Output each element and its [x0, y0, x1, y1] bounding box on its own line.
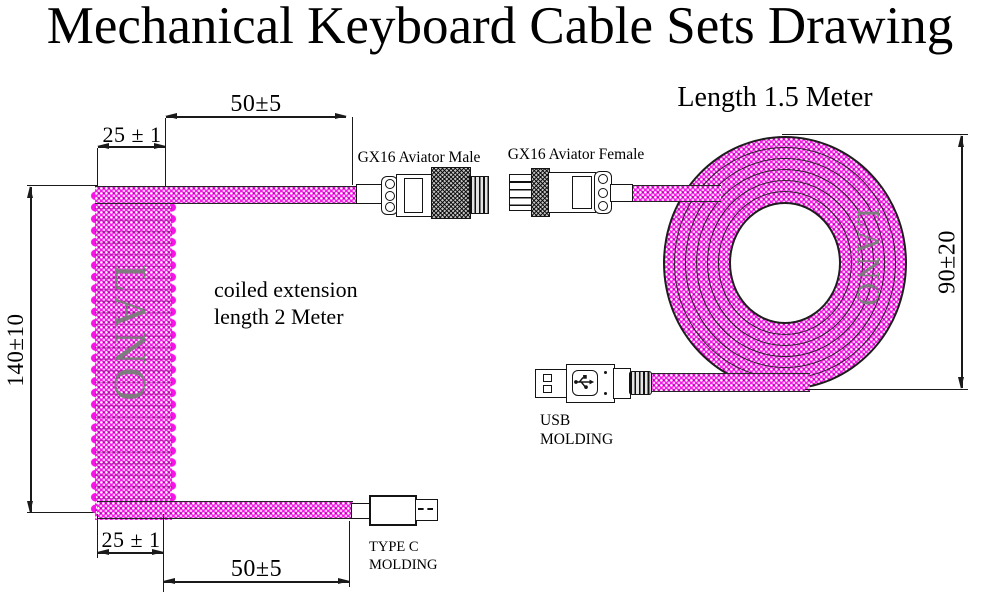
gx16-male-label: GX16 Aviator Male — [357, 149, 481, 166]
spiral-hole — [729, 202, 841, 324]
spiral-ring — [696, 169, 874, 357]
gx16-female-label: GX16 Aviator Female — [507, 146, 645, 163]
gx16-male-rib-cap — [469, 176, 489, 214]
spiral-ring — [707, 180, 863, 346]
dim-line-90 — [958, 135, 964, 389]
coil-cable-bottom — [97, 501, 353, 519]
usb-label-line-1: USB — [540, 412, 571, 429]
dim-line-50-bottom — [163, 578, 350, 584]
dim-line-25-bottom — [97, 549, 164, 555]
coil-bumps-left — [89, 190, 96, 516]
gx16-female-barrel — [548, 172, 596, 213]
usb-trident-icon — [574, 375, 595, 389]
gx16-female-barrel-step — [572, 176, 592, 209]
typec-label-line-1: TYPE C — [369, 539, 419, 555]
gx16-male-knurl-ring — [431, 167, 471, 219]
note-coiled-extension: coiled extension length 2 Meter — [214, 276, 358, 330]
coil-bumps-right — [171, 190, 178, 516]
extension-line — [27, 185, 97, 187]
coil-column — [89, 186, 178, 520]
spiral-ring — [685, 158, 885, 368]
extension-line — [348, 521, 350, 587]
gx16-male-barrel — [396, 174, 433, 217]
typec-neck — [351, 503, 371, 519]
note-line-2: length 2 Meter — [214, 304, 344, 329]
typec-label: TYPE C MOLDING — [369, 538, 437, 574]
extension-line — [96, 148, 98, 186]
gx16-female-neck — [610, 184, 633, 202]
gx16-male-barrel-step — [404, 178, 423, 213]
typec-tip — [415, 499, 438, 521]
spiral-cable-bottom — [650, 373, 810, 392]
right-title: Length 1.5 Meter — [677, 82, 873, 113]
usb-strain-relief — [629, 371, 652, 395]
usb-molded-body — [566, 364, 615, 403]
brand-text-right: LANO — [851, 208, 887, 309]
usb-contact-hole — [543, 374, 552, 382]
usb-label-line-2: MOLDING — [540, 431, 614, 449]
extension-line — [96, 514, 98, 558]
dim-text-140: 140±10 — [3, 313, 28, 387]
dim-text-50-bottom: 50±5 — [230, 556, 283, 582]
spiral-ring — [718, 191, 852, 335]
page-title: Mechanical Keyboard Cable Sets Drawing — [46, 0, 954, 55]
note-line-1: coiled extension — [214, 277, 358, 302]
spiral-cable-top — [629, 185, 721, 202]
usb-body-dot — [604, 392, 607, 395]
extension-line — [164, 118, 166, 186]
usb-metal-plug — [535, 369, 568, 398]
extension-line — [27, 512, 97, 514]
dim-line-25-top — [97, 143, 166, 149]
dim-text-90: 90±20 — [934, 230, 961, 294]
extension-line — [782, 134, 968, 136]
dim-text-50-top: 50±5 — [230, 91, 282, 117]
dim-line-140 — [27, 186, 33, 513]
cable-spiral — [663, 136, 907, 390]
coil-cable-top — [95, 186, 357, 204]
usb-contact-hole — [543, 385, 552, 393]
typec-body — [369, 495, 417, 526]
extension-line — [351, 117, 353, 185]
dim-text-25-top: 25 ± 1 — [102, 122, 162, 147]
extension-line — [805, 389, 968, 391]
dim-text-25-bottom: 25 ± 1 — [101, 527, 161, 552]
gx16-male-collar — [381, 176, 398, 215]
dim-line-50-top — [165, 113, 347, 119]
typec-label-line-2: MOLDING — [369, 557, 438, 574]
usb-body-dot — [604, 371, 607, 374]
gx16-male-neck — [356, 184, 383, 204]
brand-text-left: LANO — [105, 264, 156, 404]
usb-label: USB MOLDING — [540, 411, 613, 450]
usb-logo-frame — [572, 370, 598, 396]
coil-loop-lines — [95, 186, 172, 520]
